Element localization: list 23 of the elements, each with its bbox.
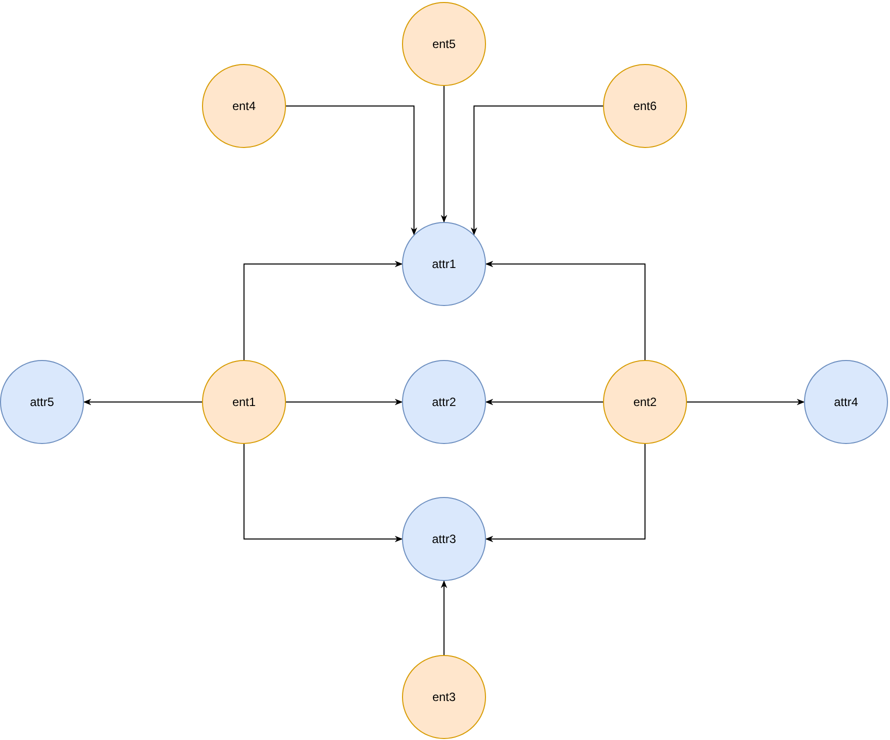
arrow [83, 398, 202, 406]
node-label: ent2 [633, 395, 657, 409]
node-label: ent5 [432, 37, 456, 51]
node-label: attr5 [30, 395, 54, 409]
arrow [244, 260, 403, 360]
arrow [470, 106, 604, 236]
node-label: ent1 [232, 395, 256, 409]
node-label: ent4 [232, 99, 256, 113]
arrow [686, 398, 805, 406]
arrow [440, 86, 448, 223]
arrow [440, 580, 448, 656]
arrow [286, 106, 418, 236]
arrow [485, 260, 646, 360]
arrow [244, 444, 403, 542]
node-label: attr4 [834, 395, 858, 409]
node-label: ent6 [633, 99, 657, 113]
arrow [485, 398, 604, 406]
node-label: attr1 [432, 257, 456, 271]
arrow [286, 398, 403, 406]
node-label: attr2 [432, 395, 456, 409]
node-label: attr3 [432, 532, 456, 546]
arrow [485, 444, 646, 542]
node-label: ent3 [432, 690, 456, 704]
